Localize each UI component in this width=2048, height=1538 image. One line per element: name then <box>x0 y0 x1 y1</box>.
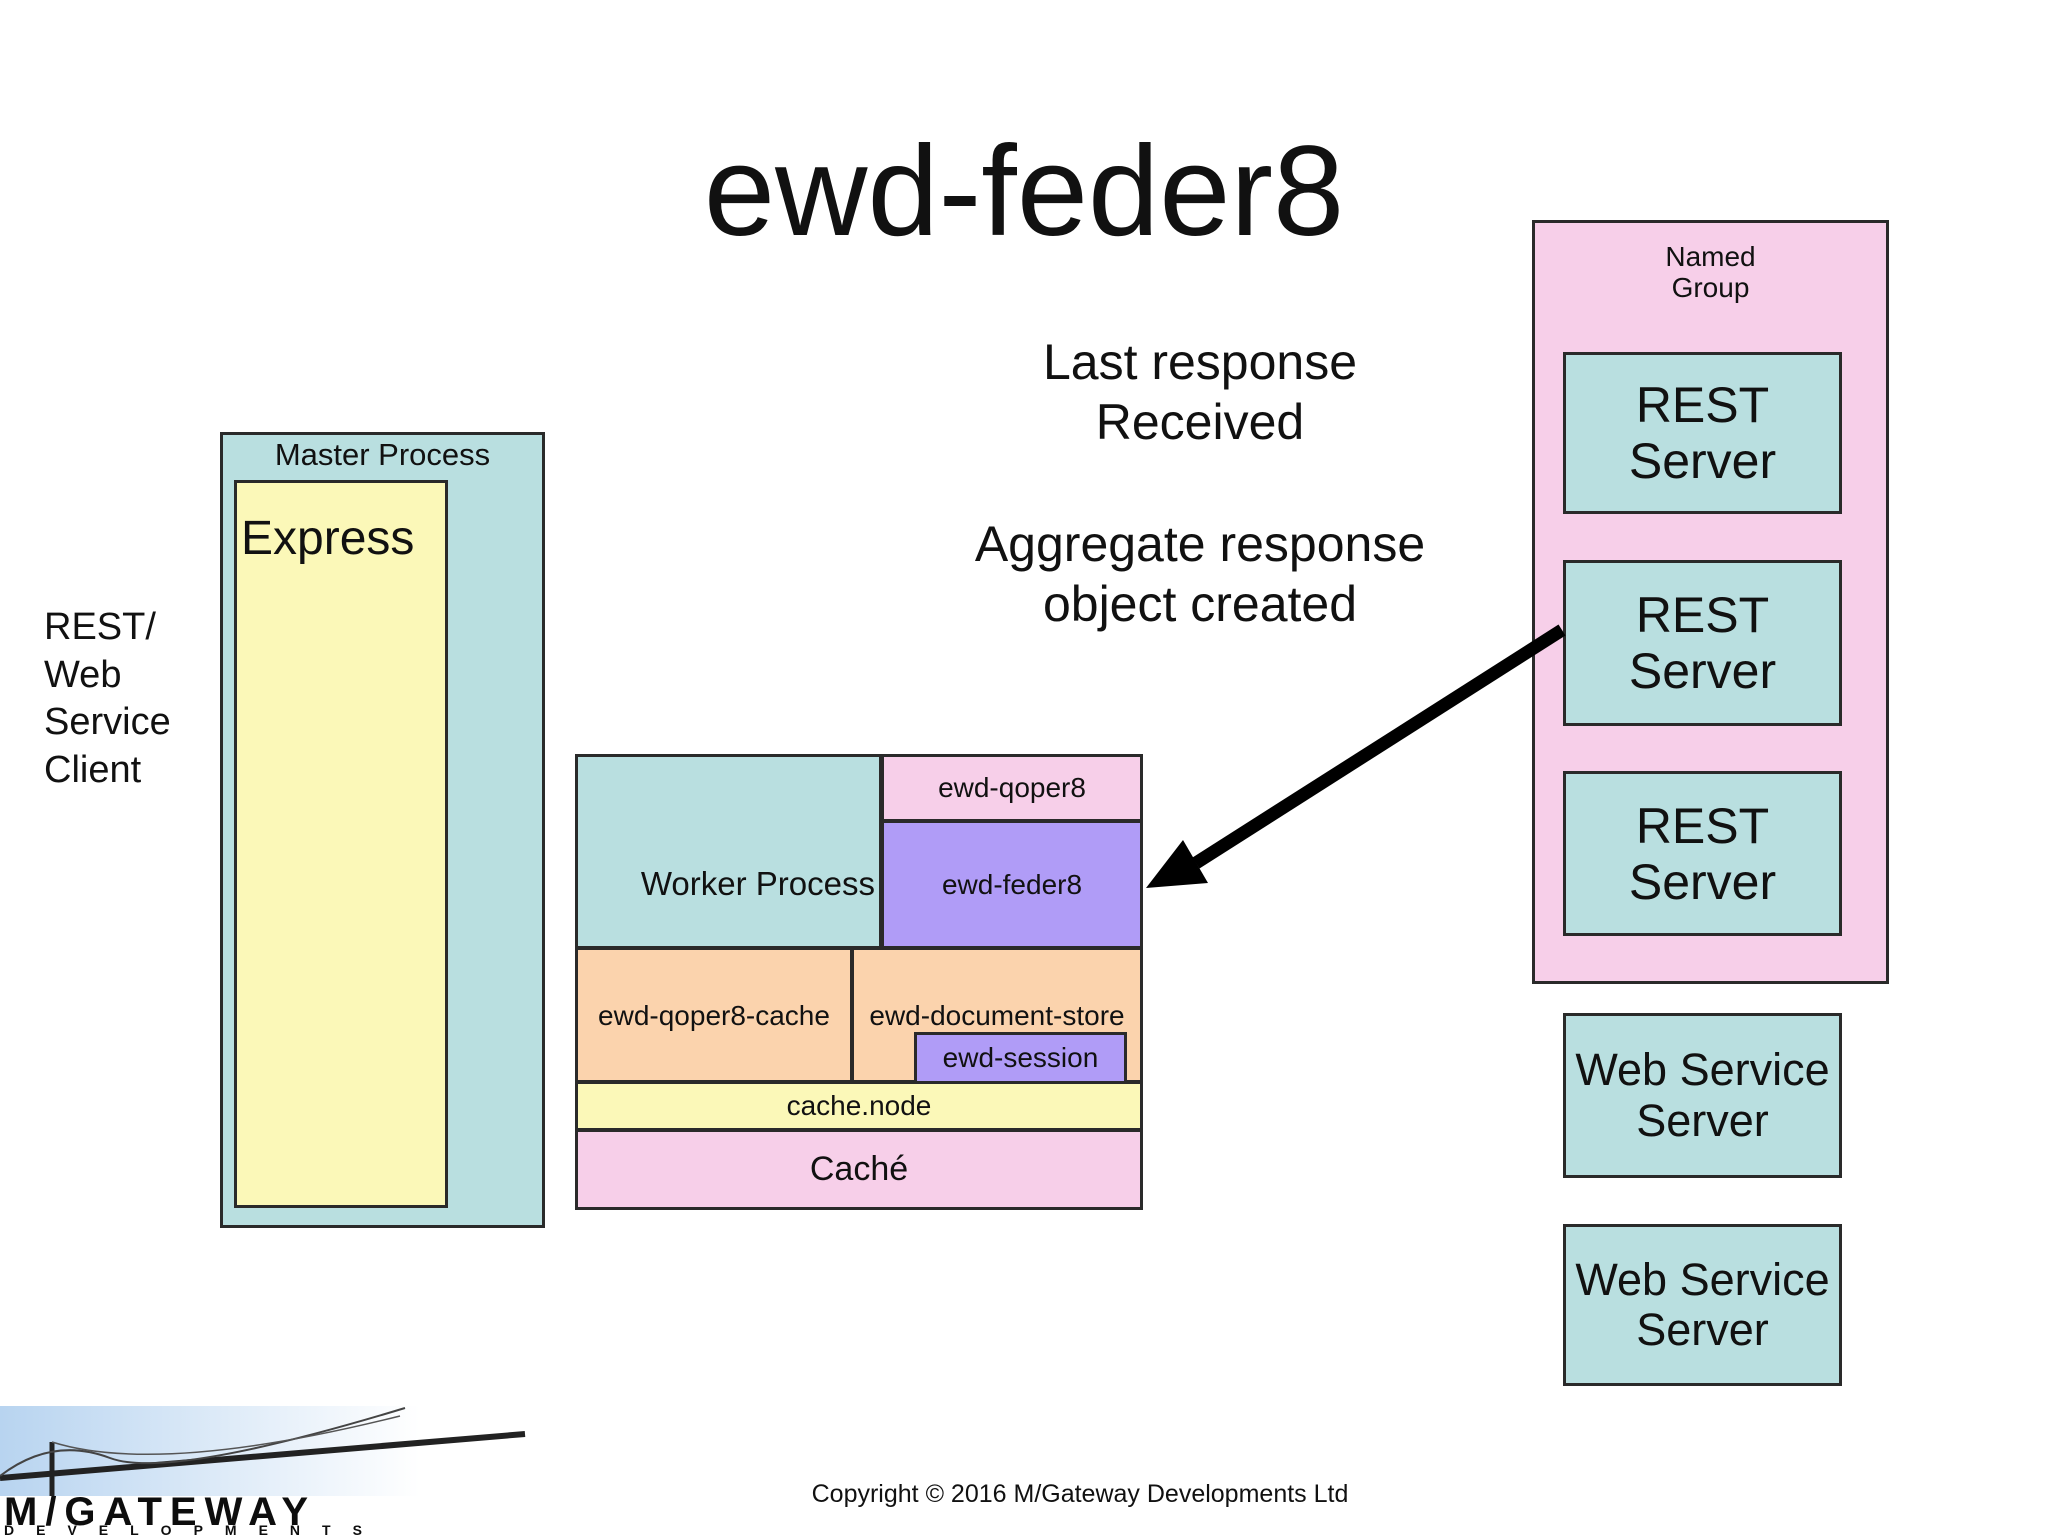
named-group-label: Named Group <box>1665 241 1756 304</box>
ewd-qoper8-label: ewd-qoper8 <box>938 772 1086 803</box>
ewd-qoper8-box: ewd-qoper8 <box>881 754 1143 822</box>
ewd-qoper8-cache-label: ewd-qoper8-cache <box>598 1000 830 1031</box>
cache-node-box: cache.node <box>575 1081 1143 1131</box>
rest-server-box: REST Server <box>1563 771 1842 936</box>
rest-server-label: REST Server <box>1628 797 1777 910</box>
express-label: Express <box>241 512 415 565</box>
rest-server-box: REST Server <box>1563 560 1842 726</box>
ewd-session-label: ewd-session <box>942 1042 1099 1073</box>
rest-server-box: REST Server <box>1563 352 1842 514</box>
rest-server-label: REST Server <box>1628 377 1777 489</box>
ewd-feder8-box: ewd-feder8 <box>881 820 1143 949</box>
client-label: REST/ Web Service Client <box>44 606 171 791</box>
ewd-document-store-label: ewd-document-store <box>869 1000 1125 1031</box>
worker-process-label: Worker Process <box>640 865 875 902</box>
company-logo: M/GATEWAY DEVELOPMENTS <box>0 1406 530 1538</box>
cache-box: Caché <box>575 1129 1143 1210</box>
ewd-session-box: ewd-session <box>914 1032 1127 1084</box>
worker-process-box: Worker Process <box>575 754 882 949</box>
aggregate-response-text: Aggregate response object created <box>974 516 1426 632</box>
last-response-text: Last response Received <box>1042 334 1358 450</box>
web-service-server-label: Web Service Server <box>1575 1044 1830 1146</box>
express-box: Express <box>234 480 448 1208</box>
copyright-text: Copyright © 2016 M/Gateway Developments … <box>811 1480 1349 1508</box>
ewd-feder8-label: ewd-feder8 <box>941 868 1083 900</box>
bridge-icon <box>0 1406 526 1496</box>
web-service-server-label: Web Service Server <box>1575 1253 1830 1355</box>
rest-server-label: REST Server <box>1628 587 1777 699</box>
master-process-label: Master Process <box>274 437 491 472</box>
web-service-server-box: Web Service Server <box>1563 1013 1842 1178</box>
cache-node-label: cache.node <box>786 1090 932 1121</box>
web-service-server-box: Web Service Server <box>1563 1224 1842 1386</box>
arrow-head <box>1146 840 1208 888</box>
cache-label: Caché <box>809 1150 909 1188</box>
arrow-shaft <box>1192 624 1566 869</box>
logo-line-1: M/GATEWAY <box>4 1490 317 1534</box>
ewd-qoper8-cache-box: ewd-qoper8-cache <box>575 947 853 1083</box>
page-title: ewd-feder8 <box>703 120 1345 263</box>
logo-line-2: DEVELOPMENTS <box>4 1522 384 1538</box>
